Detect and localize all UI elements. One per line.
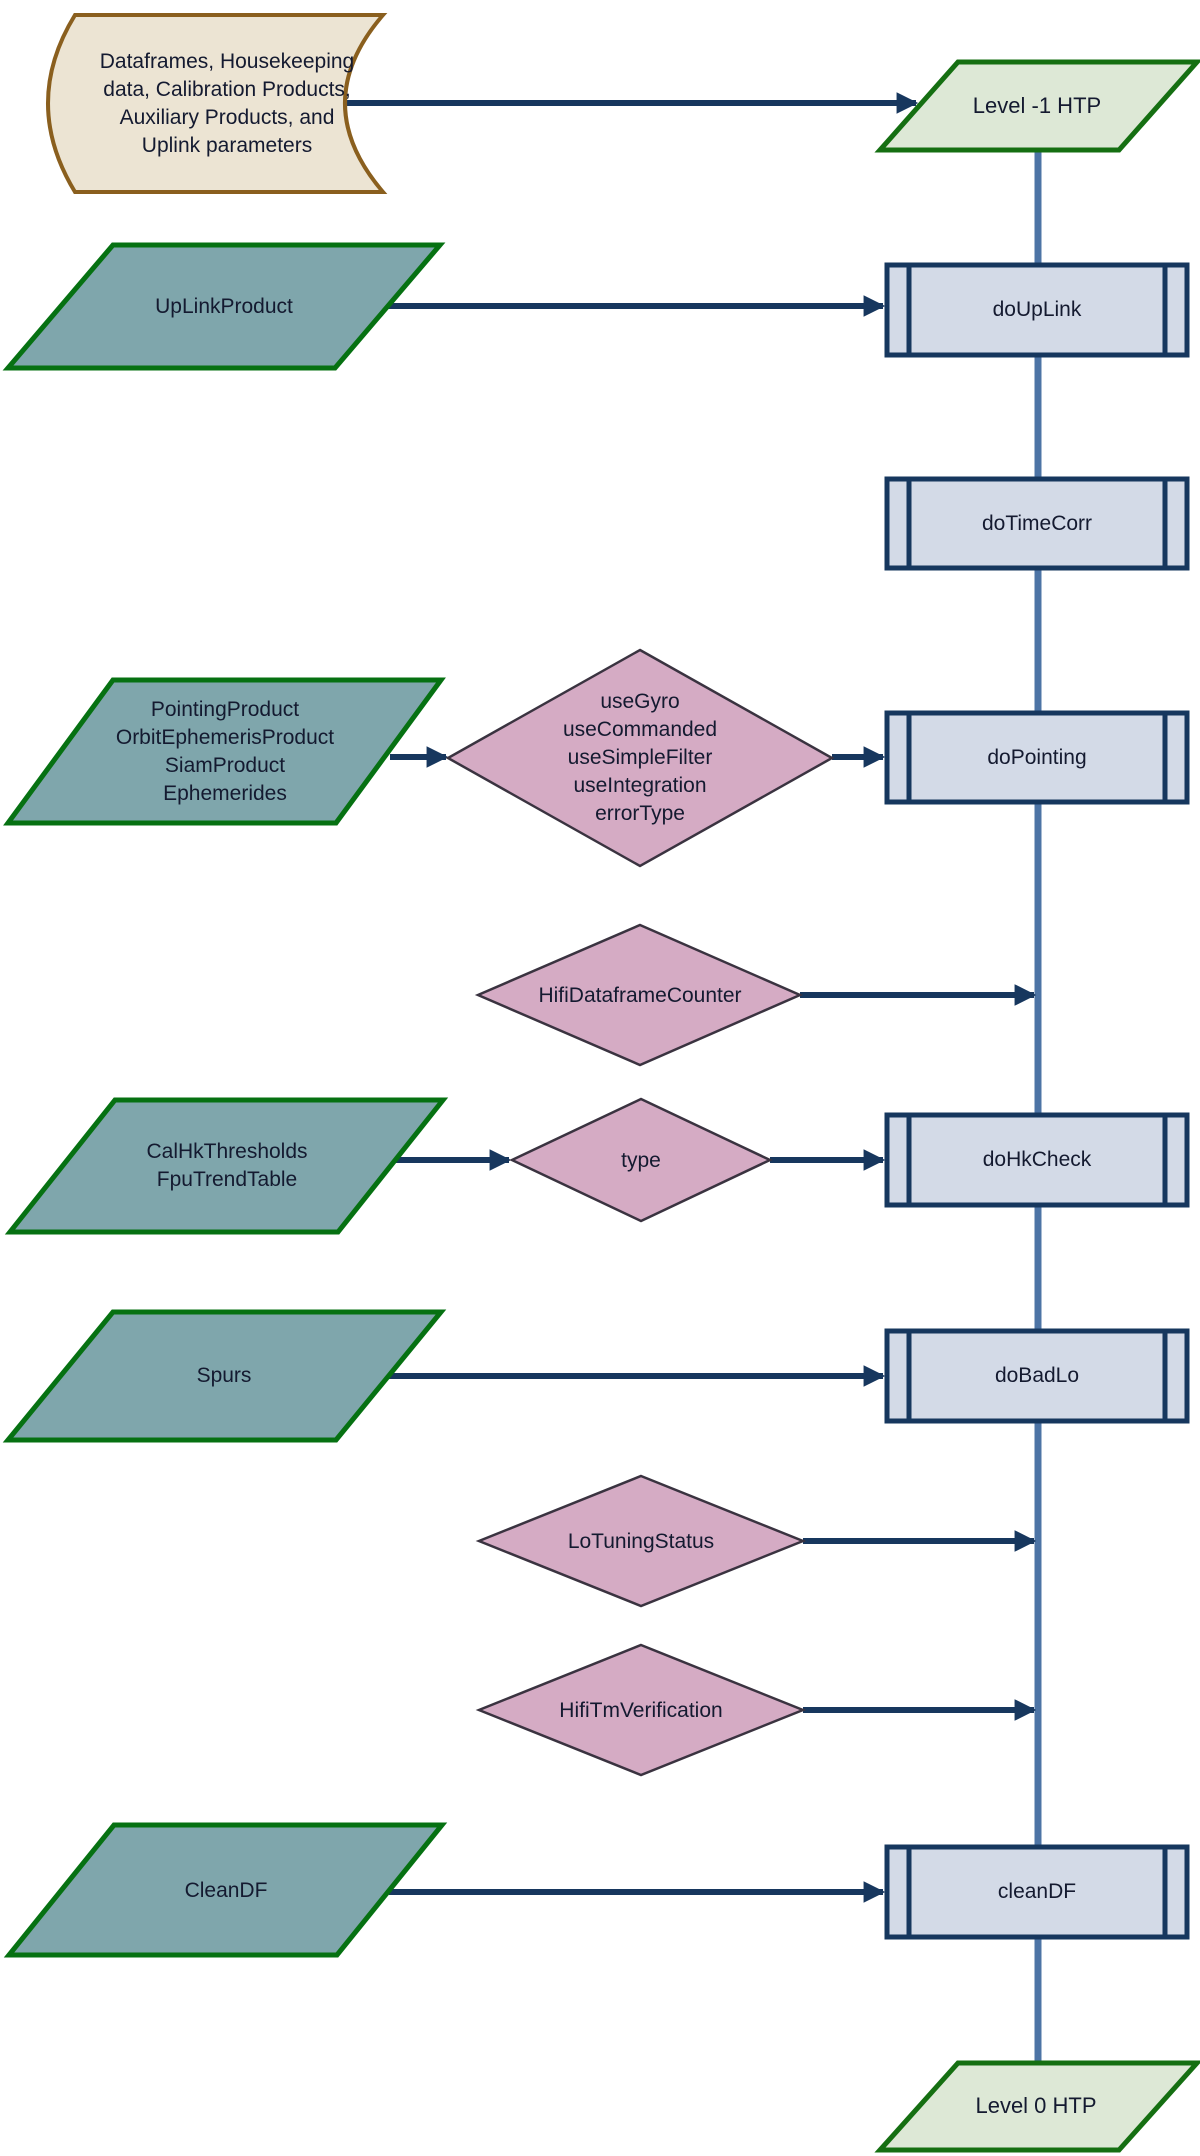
hifi-dataframe-counter-label: HifiDataframeCounter <box>538 984 742 1007</box>
do-pointing-box <box>884 710 1190 805</box>
spurs-shape <box>2 1309 447 1443</box>
uplink-product-label: UpLinkProduct <box>155 295 293 318</box>
hifi-tm-verification-diamond <box>475 1643 807 1777</box>
lo-tuning-status-diamond <box>475 1474 807 1608</box>
do-uplink-box <box>884 262 1190 358</box>
hifi-dataframe-counter-diamond <box>474 923 804 1067</box>
do-pointing-label: doPointing <box>987 746 1087 769</box>
stored-data-shape <box>46 13 388 194</box>
cleandf-input-label: CleanDF <box>184 1879 268 1902</box>
do-badlo-box <box>884 1328 1190 1424</box>
level-0-htp-shape <box>874 2060 1200 2153</box>
cleandf-step-label: cleanDF <box>997 1880 1077 1903</box>
pointing-params-label: useGyro useCommanded useSimpleFilter use… <box>562 690 718 825</box>
do-timecorr-box <box>884 476 1190 571</box>
level-0-htp-label: Level 0 HTP <box>975 2093 1097 2118</box>
do-timecorr-label: doTimeCorr <box>981 512 1093 535</box>
type-diamond <box>509 1097 773 1223</box>
pointing-product-label: PointingProduct OrbitEphemerisProduct Si… <box>115 698 335 805</box>
pointing-params-diamond <box>445 648 835 868</box>
do-hkcheck-box <box>884 1112 1190 1208</box>
do-badlo-label: doBadLo <box>994 1364 1080 1387</box>
level-minus1-htp-label: Level -1 HTP <box>972 93 1102 118</box>
do-uplink-label: doUpLink <box>992 298 1082 321</box>
calhk-thresholds-shape <box>4 1097 449 1235</box>
spurs-label: Spurs <box>196 1364 252 1387</box>
calhk-thresholds-label: CalHkThresholds FpuTrendTable <box>146 1140 308 1191</box>
level-minus1-htp-shape <box>874 59 1200 153</box>
pointing-product-shape <box>3 677 446 826</box>
do-hkcheck-label: doHkCheck <box>982 1148 1092 1171</box>
uplink-product-shape <box>2 242 446 371</box>
type-label: type <box>621 1149 661 1172</box>
lo-tuning-status-label: LoTuningStatus <box>567 1530 715 1553</box>
hifi-tm-verification-label: HifiTmVerification <box>559 1699 723 1722</box>
cleandf-step-box <box>884 1844 1190 1940</box>
cleandf-input-shape <box>3 1822 448 1958</box>
stored-data-label: Dataframes, Housekeeping data, Calibrati… <box>99 50 355 157</box>
